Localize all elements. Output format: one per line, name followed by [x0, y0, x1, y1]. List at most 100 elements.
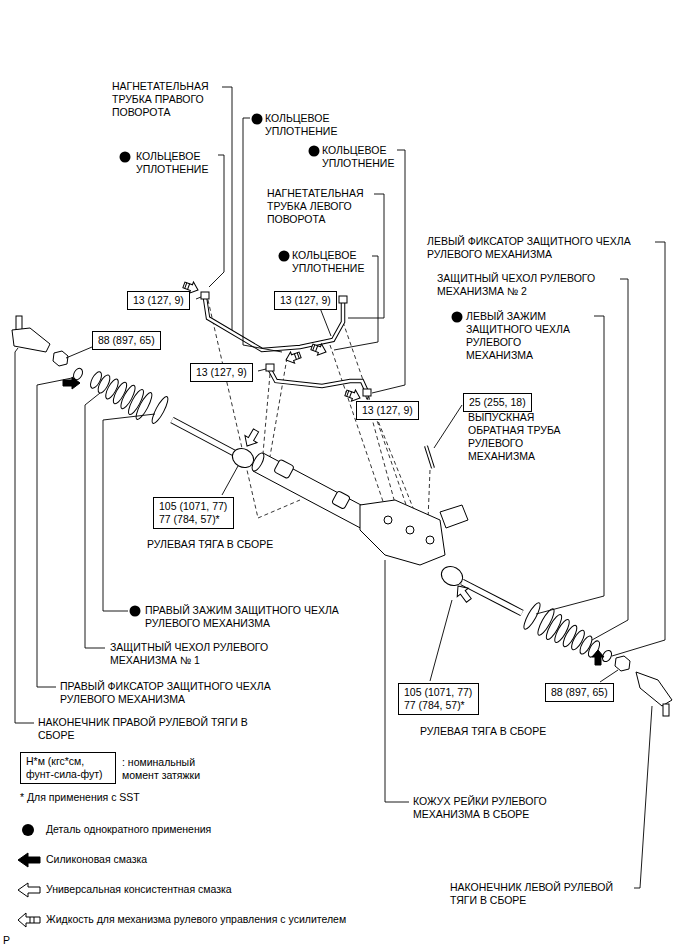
part-label: НАГНЕТАТЕЛЬНАЯ ТРУБКА ЛЕВОГО ПОВОРОТА [267, 187, 379, 226]
part-label: ПРАВЫЙ ЗАЖИМ ЗАЩИТНОГО ЧЕХЛА РУЛЕВОГО МЕ… [145, 604, 363, 630]
torque-value: 13 (127, 9) [280, 294, 331, 307]
part-label: ВЫПУСКНАЯ ОБРАТНАЯ ТРУБА РУЛЕВОГО МЕХАНИ… [468, 411, 580, 463]
leader-line [85, 393, 105, 648]
part-label: ЛЕВЫЙ ФИКСАТОР ЗАЩИТНОГО ЧЕХЛА РУЛЕВОГО … [427, 235, 659, 261]
tie-rod-fill [172, 420, 236, 454]
leader-line [103, 414, 155, 611]
part-label: ПРАВЫЙ ФИКСАТОР ЗАЩИТНОГО ЧЕХЛА РУЛЕВОГО… [60, 680, 296, 706]
leader-line [320, 308, 331, 336]
valve-port [406, 526, 414, 534]
part-label: КОЛЬЦЕВОЕ УПЛОТНЕНИЕ [136, 150, 221, 176]
leader-line [612, 242, 665, 656]
unit-legend-box: Н*м (кгс*см, фунт-сила-фут) [20, 752, 116, 784]
part-label: КОЖУХ РЕЙКИ РУЛЕВОГО МЕХАНИЗМА В СБОРЕ [413, 795, 575, 821]
alignment-line [262, 374, 270, 465]
legend-text: Силиконовая смазка [46, 853, 306, 866]
fluid-mark-stripe [316, 346, 318, 352]
fluid-mark [284, 349, 302, 365]
fluid-mark [310, 341, 328, 357]
torque-box: 13 (127, 9) [127, 291, 190, 310]
part-label: НАКОНЕЧНИК ПРАВОЙ РУЛЕВОЙ ТЯГИ В СБОРЕ [38, 716, 256, 742]
single-use-bullet [120, 152, 131, 163]
part-label: ЗАЩИТНЫЙ ЧЕХОЛ РУЛЕВОГО МЕХАНИЗМА № 2 [437, 272, 619, 298]
pinion-shaft [440, 505, 468, 528]
tie-rod-end-stud [663, 704, 669, 716]
leader-line [600, 670, 618, 682]
part-label: P [3, 934, 23, 947]
torque-value: 88 (897, 65) [551, 686, 608, 699]
silicone-grease-mark [63, 377, 80, 389]
torque-value: 105 (1071, 77) [159, 500, 228, 513]
single-use-bullet [309, 146, 320, 157]
torque-value: 77 (784, 57)* [159, 513, 228, 526]
grease-mark [452, 582, 474, 605]
torque-value: 88 (897, 65) [98, 334, 155, 347]
leader-line [15, 348, 34, 723]
boot-clamp [149, 395, 170, 425]
fluid-mark-stripe [188, 284, 190, 290]
legend-text: Деталь однократного применения [46, 823, 306, 836]
torque-box: 13 (127, 9) [274, 291, 337, 310]
valve-port [384, 516, 392, 524]
tie-rod [172, 420, 236, 454]
legend-text: Универсальная консистентная смазка [46, 883, 346, 896]
housing-end [250, 451, 266, 472]
part-label: * Для применения с SST [20, 791, 220, 804]
leader-line [209, 155, 224, 287]
boot-fold [133, 391, 154, 421]
alignment-line [258, 500, 300, 518]
torque-value: 105 (1071, 77) [404, 686, 473, 699]
leader-line [592, 279, 628, 640]
tie-rod-end-stud [16, 316, 22, 330]
legend-single-use-bullet [22, 824, 34, 836]
part-label: ЛЕВЫЙ ЗАЖИМ ЗАЩИТНОГО ЧЕХЛА РУЛЕВОГО МЕХ… [466, 310, 590, 362]
leader-line [367, 397, 368, 400]
tie-rod-end-body [636, 672, 672, 706]
legend-fluid-stripe [34, 917, 35, 923]
fluid-mark-stripe [313, 345, 315, 351]
leader-line [196, 297, 201, 299]
torque-value: 13 (127, 9) [362, 404, 413, 417]
torque-value: 25 (255, 18) [469, 396, 526, 409]
leader-line [385, 560, 409, 802]
leader-line [66, 347, 92, 358]
part-label: НАКОНЕЧНИК ЛЕВОЙ РУЛЕВОЙ ТЯГИ В СБОРЕ [450, 881, 632, 907]
torque-value: Н*м (кгс*см, фунт-сила-фут) [26, 755, 110, 781]
valve-body [360, 500, 445, 565]
legend-fluid-arrow [18, 913, 40, 927]
return-tube-bolt [426, 446, 433, 468]
housing-boss [332, 491, 351, 510]
grease-mark [241, 427, 262, 450]
torque-box: 88 (897, 65) [92, 331, 161, 350]
leader-line [37, 378, 72, 687]
single-use-bullet [452, 312, 463, 323]
pressure-pipe-fill [270, 370, 367, 392]
leader-line [222, 466, 238, 495]
fluid-mark-stripe [347, 391, 349, 397]
torque-box: 105 (1071, 77)77 (784, 57)* [398, 683, 479, 715]
torque-box: 88 (897, 65) [545, 683, 614, 702]
legend-text: : номинальный момент затяжки [122, 756, 232, 782]
legend-silicone-arrow [18, 853, 40, 867]
pipe-fitting [363, 389, 371, 396]
housing-boss [274, 459, 295, 479]
fluid-mark-stripe [350, 392, 352, 398]
single-use-bullet [130, 606, 141, 617]
alignment-line [343, 322, 412, 522]
leader-line [372, 150, 405, 393]
pipe-fitting [201, 292, 209, 299]
valve-port [426, 536, 434, 544]
torque-value: 77 (784, 57)* [404, 699, 473, 712]
fluid-mark-stripe [294, 354, 296, 360]
torque-box: 25 (255, 18) [463, 393, 532, 412]
part-label: НАГНЕТАТЕЛЬНАЯ ТРУБКА ПРАВОГО ПОВОРОТА [112, 80, 227, 119]
leader-line [430, 600, 452, 681]
silicone-grease-mark [592, 650, 604, 665]
torque-value: 13 (127, 9) [133, 294, 184, 307]
part-label: ЗАЩИТНЫЙ ЧЕХОЛ РУЛЕВОГО МЕХАНИЗМА № 1 [110, 641, 292, 667]
single-use-bullet [279, 251, 290, 262]
